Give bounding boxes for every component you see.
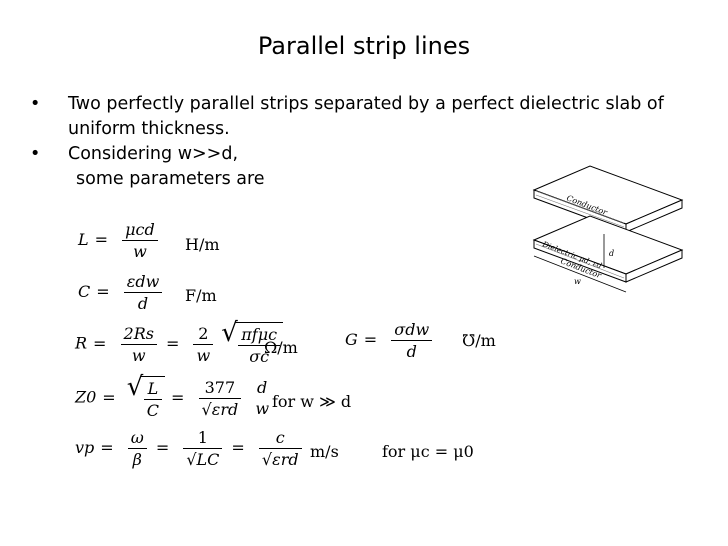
equation-impedance: Z0= √ L C = 377 √εrd d w	[75, 372, 275, 420]
eq-fraction: L C	[143, 379, 163, 420]
eq-numerator: σdw	[394, 320, 430, 339]
parallel-strip-figure: Conductor Dielectric μd, εd Conductor d …	[532, 165, 684, 293]
bullet-text-2: Considering w>>d,	[68, 144, 239, 164]
eq-fraction: d w	[252, 378, 272, 418]
thickness-dimension: d	[603, 234, 614, 268]
eq-fraction: 1 √LC	[183, 428, 223, 469]
eq-numerator: L	[147, 379, 159, 398]
eq-lhs: vp	[75, 438, 95, 457]
eq-fraction: μcd w	[122, 220, 158, 261]
eq-denominator: σc	[249, 347, 270, 366]
eq-denominator: w	[131, 345, 146, 365]
eq-fraction: σdw d	[391, 320, 433, 361]
unit-resistance: Ω/m	[264, 338, 298, 357]
bullet-list: • Two perfectly parallel strips separate…	[30, 92, 690, 192]
equation-capacitance: C= εdw d	[78, 272, 165, 313]
eq-numerator: 2	[193, 324, 214, 345]
eq-denominator: w	[196, 345, 211, 365]
equation-phase-velocity: vp= ω β = 1 √LC = c √εrd	[75, 428, 305, 469]
eq-lhs: G	[345, 330, 358, 349]
eq-numerator: 2Rs	[123, 323, 154, 343]
eq-square-root: √ πfμc σc	[221, 318, 284, 366]
condition-phase-velocity: for μc = μ0	[382, 442, 474, 461]
width-dimension: w	[533, 255, 627, 293]
eq-square-root: √ L C	[127, 372, 166, 420]
eq-numerator: d	[257, 378, 268, 397]
eq-denominator: LC	[196, 450, 220, 469]
eq-numerator: εdw	[126, 272, 160, 291]
eq-denominator: εrd	[272, 450, 299, 469]
eq-denominator: C	[146, 401, 160, 420]
eq-numerator: 377	[198, 378, 242, 399]
bullet-marker: •	[30, 94, 41, 114]
eq-numerator: μcd	[125, 220, 155, 239]
eq-numerator: 1	[183, 428, 223, 449]
eq-denominator: w	[133, 242, 147, 261]
bullet-item-1: • Two perfectly parallel strips separate…	[30, 92, 690, 142]
eq-denominator: d	[406, 342, 417, 361]
eq-fraction: πfμc σc	[238, 325, 281, 366]
bullet-subline: some parameters are	[76, 169, 265, 189]
top-conductor: Conductor	[532, 165, 684, 233]
thickness-label: d	[609, 249, 614, 258]
eq-denominator: w	[255, 399, 270, 418]
eq-fraction: ω β	[127, 428, 147, 469]
eq-lhs: R	[75, 333, 88, 353]
equation-conductance: G= σdw d	[345, 320, 435, 361]
eq-denominator: β	[132, 450, 142, 469]
eq-numerator: c	[275, 428, 285, 447]
condition-impedance: for w ≫ d	[272, 392, 352, 411]
eq-numerator: πfμc	[241, 325, 278, 344]
bullet-text-1: Two perfectly parallel strips separated …	[68, 94, 664, 139]
eq-lhs: Z0	[75, 387, 97, 407]
eq-fraction: c √εrd	[258, 428, 302, 469]
unit-inductance: H/m	[185, 235, 220, 254]
eq-fraction: 377 √εrd	[198, 378, 242, 419]
unit-conductance: ℧/m	[462, 331, 496, 350]
eq-denominator: d	[137, 294, 149, 313]
unit-phase-velocity: m/s	[310, 442, 339, 461]
bottom-conductor: Dielectric μd, εd Conductor	[532, 215, 684, 283]
eq-fraction: 2Rs w	[120, 323, 157, 365]
equation-resistance: R= 2Rs w = 2 w √ πfμc σc	[75, 318, 284, 366]
eq-lhs: L	[78, 230, 89, 249]
slide-title: Parallel strip lines	[257, 32, 471, 60]
eq-lhs: C	[78, 282, 91, 301]
unit-capacitance: F/m	[185, 286, 217, 305]
equation-inductance: L= μcd w	[78, 220, 161, 261]
bullet-marker: •	[30, 144, 41, 164]
width-label: w	[574, 277, 581, 286]
eq-fraction: εdw d	[123, 272, 163, 313]
bullet-item-2: • Considering w>>d,	[30, 142, 690, 167]
eq-denominator: εrd	[211, 399, 239, 419]
eq-fraction: 2 w	[193, 324, 214, 365]
eq-numerator: ω	[130, 428, 144, 447]
